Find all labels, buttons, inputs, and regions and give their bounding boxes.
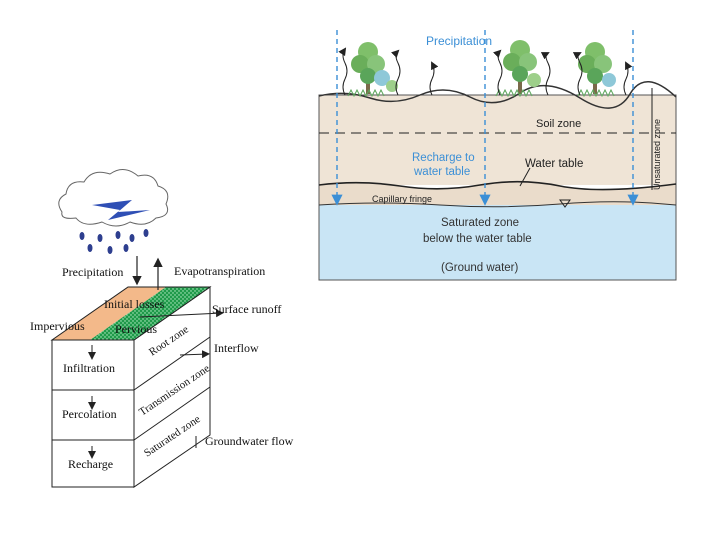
- recharge-label-line2: water table: [413, 166, 470, 178]
- tree-icon: [578, 42, 616, 94]
- water-table-label: Water table: [525, 158, 583, 170]
- surface-runoff-label: Surface runoff: [212, 302, 281, 316]
- grass-icon: [495, 88, 533, 98]
- saturated-zone-label-line2: below the water table: [423, 233, 532, 245]
- pervious-label: Pervious: [115, 322, 157, 336]
- saturated-zone-label-line1: Saturated zone: [441, 217, 519, 229]
- tree-icon: [503, 40, 541, 94]
- tree-icon: [351, 42, 398, 94]
- interflow-label: Interflow: [214, 341, 259, 355]
- percolation-label: Percolation: [62, 407, 117, 421]
- capillary-fringe-label: Capillary fringe: [372, 194, 432, 204]
- evapotranspiration-arrow: [572, 52, 583, 96]
- block-front-face: [51, 339, 135, 488]
- evapotranspiration-arrow: [429, 61, 439, 96]
- infiltration-label: Infiltration: [63, 361, 115, 375]
- water-table-leader: [519, 167, 531, 187]
- saturated-zone-boundary: [318, 201, 677, 208]
- surface-runoff-arrow: [139, 309, 224, 318]
- water-table-symbol: [559, 199, 571, 208]
- layer-divider: [133, 386, 211, 441]
- impervious-surface: [52, 287, 166, 340]
- precipitation-label-right: Precipitation: [426, 34, 492, 48]
- evapotranspiration-arrow: [492, 49, 503, 96]
- interflow-arrow: [179, 350, 210, 359]
- evapotranspiration-arrow: [623, 61, 633, 96]
- block-top-outline: [50, 286, 212, 341]
- evapotranspiration-arrow: [540, 52, 551, 96]
- groundwater-profile-diagram: Precipitation Soil zone Unsaturated zone…: [318, 30, 677, 281]
- evapotranspiration-arrow: [390, 49, 401, 96]
- groundwater-flow-label: Groundwater flow: [205, 434, 294, 448]
- ground-water-label: (Ground water): [441, 262, 519, 274]
- pervious-surface: [90, 287, 210, 340]
- evapotranspiration-label: Evapotranspiration: [174, 264, 265, 278]
- unsaturated-zone-label: Unsaturated zone: [652, 119, 662, 190]
- soil-zone-label: Soil zone: [536, 118, 581, 130]
- profile-frame: [318, 94, 677, 281]
- recharge-label-line1: Recharge to: [412, 152, 475, 164]
- grass-icon: [347, 88, 385, 98]
- layer-divider: [133, 336, 211, 391]
- precipitation-label-left: Precipitation: [62, 265, 123, 279]
- soil-zone-area: [319, 95, 676, 185]
- ground-surface-line: [318, 81, 677, 109]
- initial-losses-label: Initial losses: [104, 297, 165, 311]
- water-balance-block-diagram: Precipitation Evapotranspiration Initial…: [30, 169, 294, 488]
- saturated-zone-area: [319, 205, 676, 280]
- impervious-label: Impervious: [30, 319, 85, 333]
- recharge-label-left: Recharge: [68, 457, 113, 471]
- grass-icon: [577, 88, 615, 98]
- water-table-line: [318, 180, 677, 191]
- rain-cloud-icon: [58, 169, 169, 254]
- evapotranspiration-arrow: [338, 47, 348, 96]
